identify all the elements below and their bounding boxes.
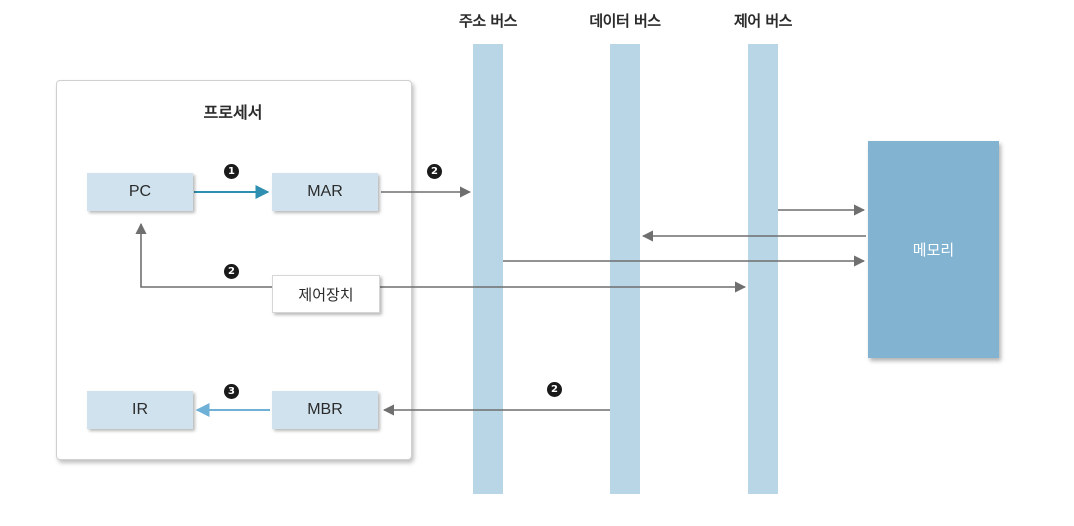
mar-register: MAR	[272, 173, 378, 211]
step-marker-mbr-to-ir: 3	[224, 384, 239, 399]
control-unit: 제어장치	[272, 275, 380, 313]
step-marker-control-to-pc: 2	[224, 264, 239, 279]
address-bus-label: 주소 버스	[459, 12, 517, 30]
control-bus	[748, 44, 778, 494]
pc-register: PC	[87, 173, 193, 211]
processor-title: 프로세서	[203, 103, 263, 122]
step-marker-pc-to-mar: 1	[224, 164, 239, 179]
mbr-register: MBR	[272, 391, 378, 429]
step-marker-mar-to-address-bus: 2	[427, 164, 442, 179]
data-bus-label: 데이터 버스	[589, 12, 661, 30]
step-marker-data-bus-to-mbr: 2	[547, 382, 562, 397]
memory-label: 메모리	[912, 241, 955, 259]
address-bus	[473, 44, 503, 494]
data-bus	[610, 44, 640, 494]
ir-register: IR	[87, 391, 193, 429]
control-bus-label: 제어 버스	[734, 12, 792, 30]
arrow-control-to-pc	[135, 222, 272, 288]
memory-block: 메모리	[868, 141, 999, 358]
